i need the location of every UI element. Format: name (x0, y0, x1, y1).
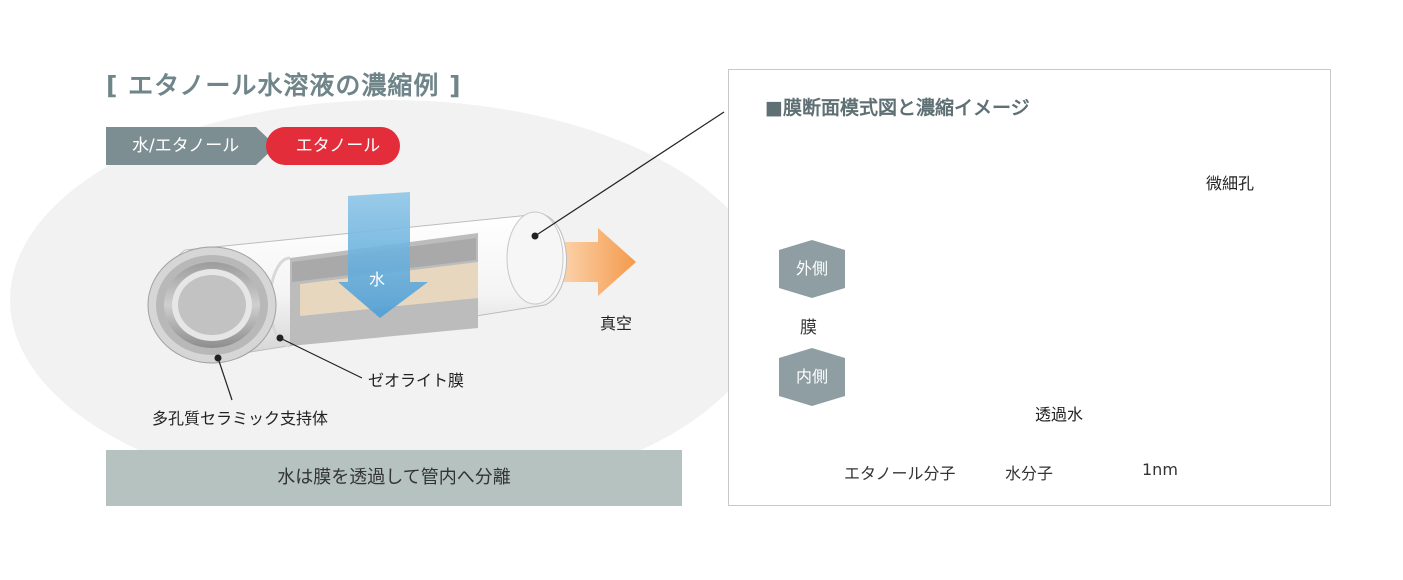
inner-side-label: 内側 (779, 348, 845, 406)
summary-banner: 水は膜を透過して管内へ分離 (106, 450, 682, 506)
schematic-title: ■膜断面模式図と濃縮イメージ (765, 97, 1030, 119)
ceramic-tube (147, 111, 725, 401)
vacuum-label: 真空 (600, 314, 633, 333)
outer-side-label: 外側 (779, 240, 845, 298)
water-arrow-label: 水 (369, 270, 386, 289)
left-title: [ エタノール水溶液の濃縮例 ] (106, 71, 462, 100)
water-down-arrow (338, 192, 428, 318)
legend-ethanol-label: エタノール分子 (844, 464, 956, 483)
scale-bar-label: 1nm (1142, 460, 1178, 479)
legend-water-label: 水分子 (1005, 464, 1054, 483)
membrane-side-label: 膜 (800, 318, 817, 338)
permeate-label: 透過水 (1035, 405, 1084, 424)
flow-source-label: 水/エタノール (106, 127, 276, 165)
membrane-callout: ゼオライト膜 (368, 371, 465, 390)
flow-result-label: エタノール (266, 127, 400, 165)
micropore-label: 微細孔 (1206, 174, 1255, 193)
support-callout: 多孔質セラミック支持体 (152, 409, 329, 428)
